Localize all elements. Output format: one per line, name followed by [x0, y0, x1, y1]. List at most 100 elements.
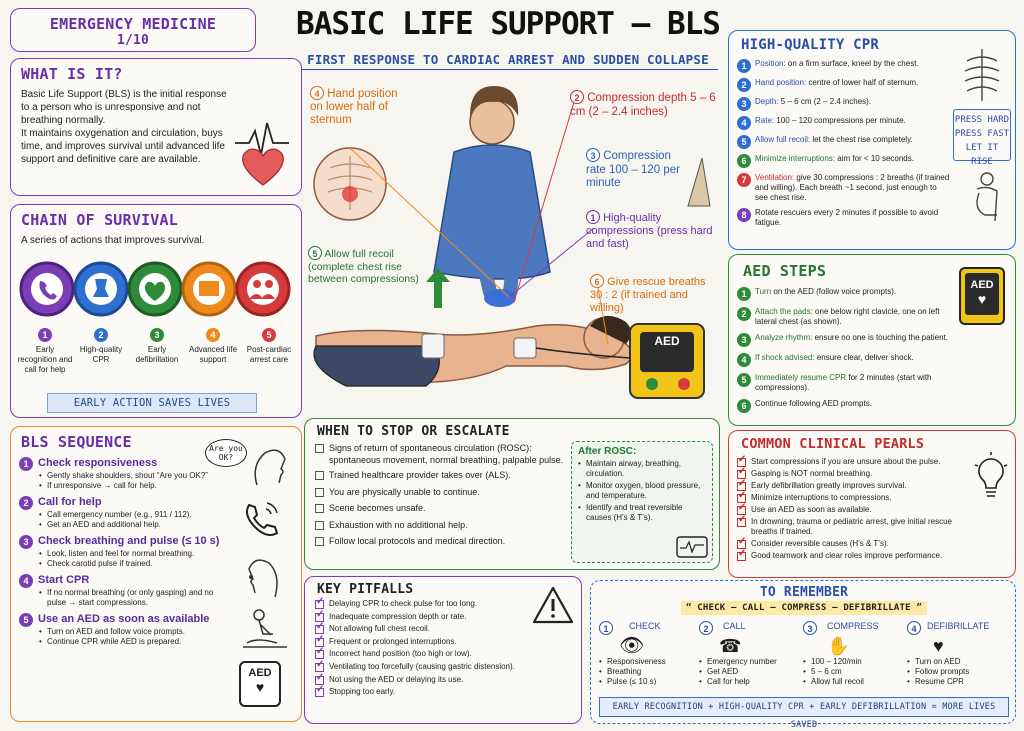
- phone-icon: [246, 502, 279, 536]
- aed-step-2: 2 Attach the pads: one below right clavic…: [737, 307, 951, 327]
- cpr-item-text: 100 – 120 compressions per minute.: [774, 116, 906, 125]
- phone-icon: ☎: [719, 636, 742, 656]
- cpr-item-text: centre of lower half of sternum.: [806, 78, 919, 87]
- cpr-item-label: Allow full recoil:: [755, 135, 811, 144]
- seq-num-3: 3: [19, 535, 33, 549]
- press-hard: PRESS HARD: [954, 115, 1010, 125]
- cpr-num: 1: [737, 59, 751, 73]
- aed-step-num: 2: [737, 307, 751, 321]
- pitfall-text: Not allowing full chest recoil.: [329, 624, 430, 634]
- aed-step-num: 5: [737, 373, 751, 387]
- remember-item: Call for help: [699, 677, 803, 687]
- stop-text: Trained healthcare provider takes over (…: [329, 470, 511, 480]
- remember-item: Get AED: [699, 667, 803, 677]
- callout-recoil: 5 Allow full recoil (complete chest rise…: [308, 246, 424, 286]
- chain-label-5: Post-cardiac arrest care: [246, 345, 292, 364]
- cpr-item-label: Rate:: [755, 116, 775, 125]
- remember-num-3: 3: [803, 621, 817, 635]
- pitfall-item: Inadequate compression depth or rate.: [315, 610, 533, 622]
- cpr-item-text: aim for < 10 seconds.: [835, 154, 914, 163]
- seq-item: Look, listen and feel for normal breathi…: [39, 549, 231, 559]
- monitor-icon: [676, 536, 708, 558]
- seq-step-title-2: Call for help: [38, 496, 102, 508]
- callout-text-3: Compression rate 100 – 120 per minute: [586, 150, 680, 189]
- rosc-box: After ROSC: Maintain airway, breathing, …: [571, 441, 713, 563]
- seq-item: Gently shake shoulders, shout “Are you O…: [39, 471, 231, 481]
- stop-item: You are physically unable to continue.: [315, 487, 565, 499]
- callout-rate: 3 Compression rate 100 – 120 per minute: [586, 148, 690, 191]
- chain-links: [17, 257, 297, 327]
- chain-label-3: Early defibrillation: [135, 345, 179, 364]
- callout-num-1: 1: [586, 210, 600, 224]
- pearl-item: Use an AED as soon as available.: [737, 503, 967, 515]
- remember-col-title-2: CALL: [723, 621, 746, 631]
- pitfalls-title: KEY PITFALLS: [317, 582, 414, 597]
- pearl-text: Minimize interruptions to compressions.: [751, 493, 892, 502]
- seq-step-title-5: Use an AED as soon as available: [38, 613, 210, 625]
- rosc-title: After ROSC:: [578, 446, 637, 457]
- chain-title: CHAIN OF SURVIVAL: [21, 211, 178, 229]
- hands-icon: ✋: [827, 636, 850, 656]
- cpr-item-label: Depth:: [755, 97, 779, 106]
- remember-item: 5 – 6 cm: [803, 667, 907, 677]
- chain-num-2: 2: [94, 328, 108, 342]
- pearl-text: Good teamwork and clear roles improve pe…: [751, 551, 943, 560]
- callout-num-5: 5: [308, 246, 322, 260]
- clinical-pearls-panel: COMMON CLINICAL PEARLS Start compression…: [728, 430, 1016, 578]
- pearl-text: Start compressions if you are unsure abo…: [751, 457, 941, 466]
- remember-item: Emergency number: [699, 657, 803, 667]
- remember-num-2: 2: [699, 621, 713, 635]
- chain-label-4: Advanced life support: [188, 345, 238, 364]
- face-check-icon: [248, 559, 278, 598]
- rosc-item: Identify and treat reversible causes (H’…: [578, 503, 706, 523]
- callout-num-2: 2: [570, 90, 584, 104]
- callout-text-5: Allow full recoil (complete chest rise b…: [308, 248, 419, 285]
- pitfall-item: Stopping too early.: [315, 685, 533, 698]
- callout-text-4: Hand position on lower half of sternum: [310, 88, 398, 126]
- chain-num-3: 3: [150, 328, 164, 342]
- when-to-stop-panel: WHEN TO STOP OR ESCALATE Signs of return…: [304, 418, 720, 570]
- chain-of-survival-panel: CHAIN OF SURVIVAL A series of actions th…: [10, 204, 302, 418]
- aed-step-label: Attach the pads:: [755, 307, 813, 316]
- pearl-item: In drowning, trauma or pediatric arrest,…: [737, 515, 967, 537]
- cpr-item-label: Minimize interruptions:: [755, 154, 836, 163]
- cpr-figure-icon: [243, 609, 287, 648]
- remember-title: TO REMEMBER: [759, 585, 849, 600]
- cpr-item-text: on a firm surface, kneel by the chest.: [785, 59, 919, 68]
- chain-label-2: High-quality CPR: [79, 345, 123, 364]
- pitfall-text: Ventilating too forcefully (causing gast…: [329, 661, 515, 671]
- stop-text: Follow local protocols and medical direc…: [329, 536, 506, 546]
- pearl-text: Use an AED as soon as available.: [751, 505, 872, 514]
- pitfall-item: Frequent or prolonged interruptions.: [315, 635, 533, 647]
- callout-depth: 2 Compression depth 5 – 6 cm (2 – 2.4 in…: [570, 90, 720, 119]
- seq-title: BLS SEQUENCE: [21, 433, 132, 451]
- aed-device-label: AED: [970, 279, 994, 291]
- stop-title: WHEN TO STOP OR ESCALATE: [317, 424, 510, 439]
- aed-step-label: Turn: [755, 287, 772, 296]
- seq-num-2: 2: [19, 496, 33, 510]
- seq-item: If no normal breathing (or only gasping)…: [39, 588, 231, 608]
- remember-col-title-3: COMPRESS: [827, 621, 879, 631]
- aed-step-text: one below right clavicle, one on left la…: [755, 307, 940, 326]
- callout-text-1: High-quality compressions (press hard an…: [586, 212, 713, 250]
- remember-item: Responsiveness: [599, 657, 699, 667]
- aed-step-label: Analyze rhythm:: [755, 333, 813, 342]
- chain-banner: EARLY ACTION SAVES LIVES: [47, 393, 257, 413]
- cpr-num: 2: [737, 78, 751, 92]
- press-fast: PRESS FAST: [954, 129, 1010, 139]
